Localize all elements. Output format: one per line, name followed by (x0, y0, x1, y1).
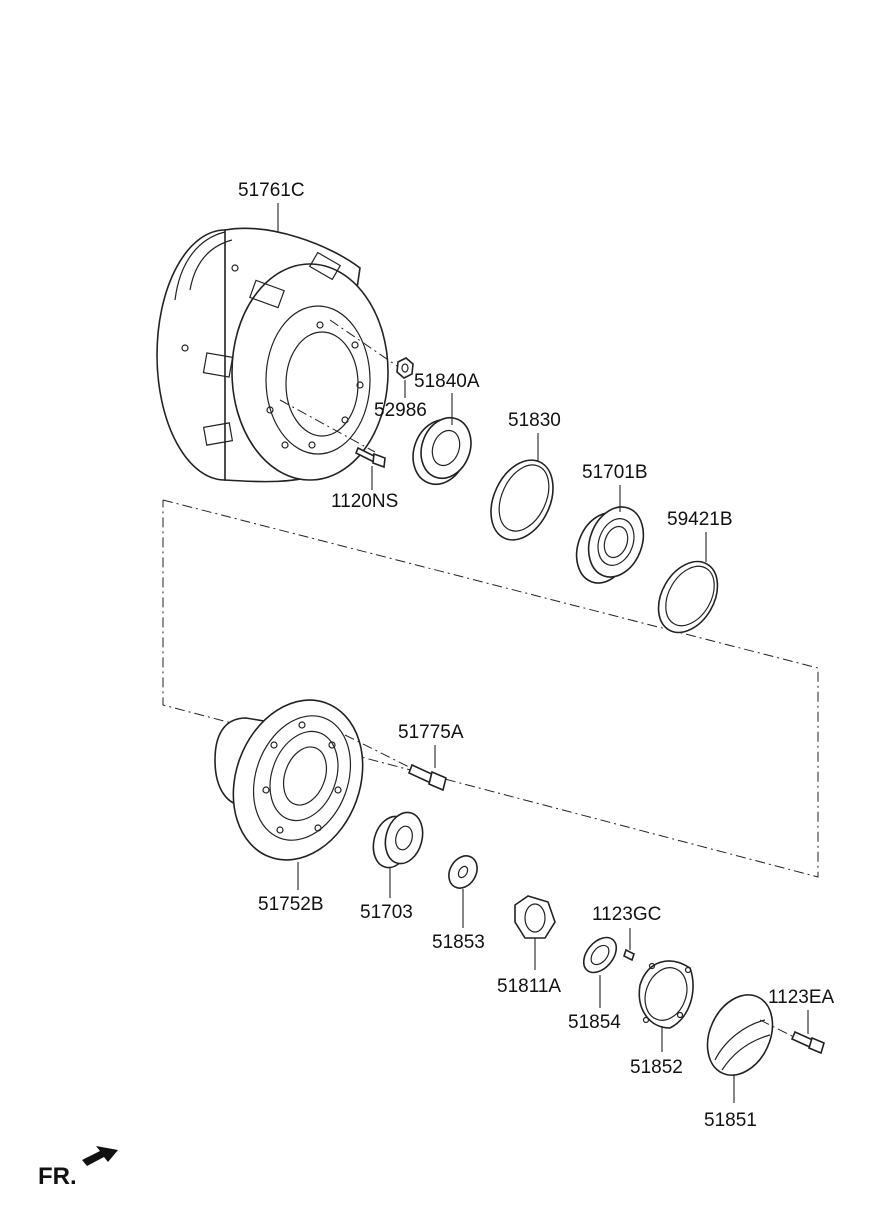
part-label: 51811A (497, 976, 561, 997)
part-label: 51853 (432, 932, 485, 953)
part-label: 51752B (258, 894, 324, 915)
part-label: 51852 (630, 1057, 683, 1078)
part-label: 51830 (508, 410, 561, 431)
lock-nut-51811a[interactable] (514, 895, 556, 939)
part-label: 51775A (398, 722, 464, 743)
part-label: 51761C (238, 180, 305, 201)
part-label: 59421B (667, 509, 733, 530)
bearing-51703[interactable] (368, 808, 428, 872)
part-label: 1123EA (768, 987, 835, 1008)
washer-51853[interactable] (443, 851, 483, 893)
part-label: 51701B (582, 462, 648, 483)
front-arrow-icon (82, 1146, 118, 1166)
bearing-51701b[interactable] (567, 499, 652, 590)
part-label: 52986 (374, 400, 427, 421)
front-marker: FR. (38, 1163, 77, 1190)
part-label: 51854 (568, 1012, 621, 1033)
screw-1123gc[interactable] (623, 948, 635, 962)
part-label: 1120NS (331, 491, 398, 512)
hub-cap-51851[interactable] (695, 984, 785, 1085)
snap-ring-59421b[interactable] (646, 551, 729, 643)
nut-axis-line (329, 319, 401, 369)
assembly-boundary (162, 499, 819, 878)
part-label: 51851 (704, 1110, 757, 1131)
bolt-1120ns[interactable] (354, 446, 386, 469)
bolt-1123ea[interactable] (790, 1030, 825, 1055)
nut-52986[interactable] (396, 357, 414, 379)
part-label: 1123GC (592, 904, 661, 925)
wheel-hub[interactable] (212, 682, 385, 879)
bolt-axis-line (279, 399, 376, 453)
stud-axis-line (344, 734, 416, 771)
gasket-51852[interactable] (638, 960, 694, 1029)
race-51830[interactable] (479, 450, 565, 550)
part-label: 51840A (414, 371, 480, 392)
hub-bolt-51775a[interactable] (407, 763, 447, 792)
oil-seal-51840a[interactable] (404, 411, 479, 492)
lock-plate-51854[interactable] (577, 931, 623, 978)
brake-drum[interactable] (156, 227, 389, 483)
part-label: 51703 (360, 902, 413, 923)
cap-bolt-axis-line (759, 1019, 801, 1041)
